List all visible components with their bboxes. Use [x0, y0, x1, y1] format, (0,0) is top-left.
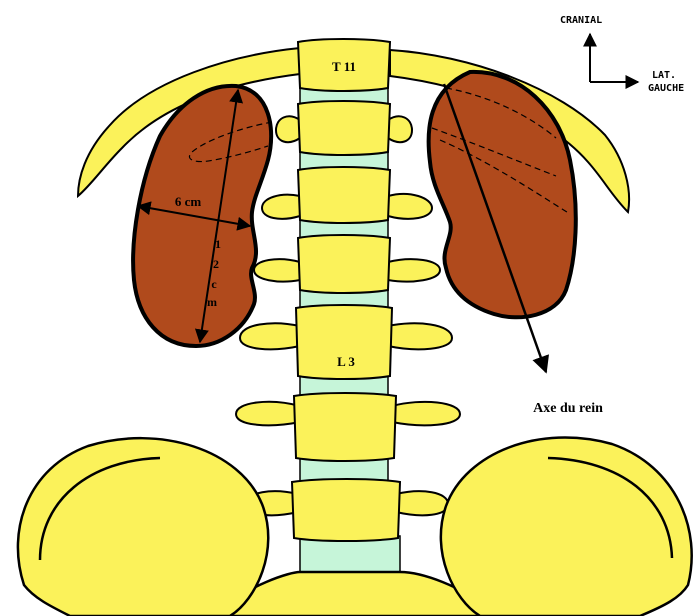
cranial-label: CRANIAL: [560, 15, 602, 26]
process: [240, 323, 300, 349]
vertebra: [294, 393, 396, 461]
process: [236, 402, 300, 425]
length-char: m: [207, 295, 217, 309]
width-label: 6 cm: [175, 194, 202, 209]
iliac-wing-left-side: [441, 438, 692, 616]
kidney-axis-label: Axe du rein: [533, 401, 603, 416]
lateral-label-line2: GAUCHE: [648, 83, 684, 94]
vertebra: [292, 479, 400, 541]
orientation-indicator: CRANIAL LAT. GAUCHE: [560, 15, 684, 94]
vertebra: [298, 235, 390, 293]
process: [262, 195, 300, 219]
process: [388, 194, 432, 219]
iliac-wing-right-side: [18, 438, 268, 616]
length-char: c: [211, 277, 217, 291]
vertebra: [298, 101, 390, 155]
process: [388, 323, 452, 349]
length-char: 1: [215, 237, 221, 251]
vertebra: [298, 167, 390, 223]
lateral-label-line1: LAT.: [652, 70, 676, 81]
vertebra-t11-label: T 11: [332, 59, 356, 74]
process: [396, 491, 448, 515]
process: [388, 116, 412, 142]
length-char: 2: [213, 257, 219, 271]
process: [392, 402, 460, 425]
process: [388, 259, 440, 281]
vertebra-l3-label: L 3: [337, 354, 355, 369]
kidney-right-side-shape: [133, 86, 271, 346]
process: [254, 259, 300, 281]
process: [276, 116, 300, 142]
kidney-right-side: [133, 86, 272, 346]
